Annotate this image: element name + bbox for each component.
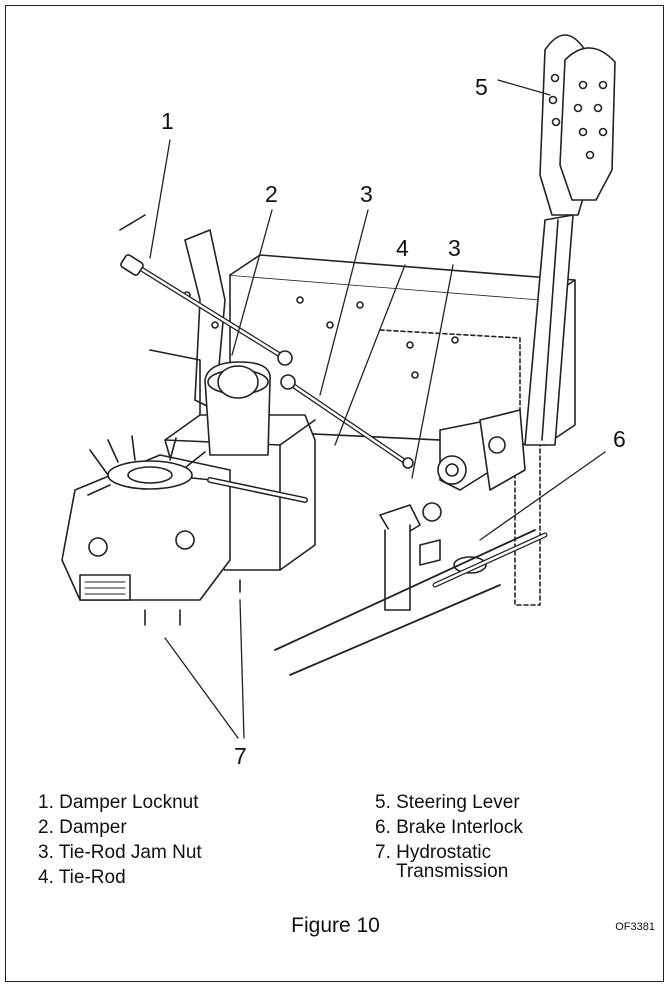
legend-left: 1. Damper Locknut 2. Damper 3. Tie-Rod J… [38,790,202,890]
figure-code: OF3381 [615,921,655,933]
callout-1: 1 [161,108,174,134]
legend-item: 5. Steering Lever [375,792,520,813]
callout-6: 6 [613,426,626,452]
leader-lines [149,79,606,739]
frame-plate [229,254,576,606]
legend-item: 1. Damper Locknut [38,792,199,813]
legend-item: 3. Tie-Rod Jam Nut [38,842,202,863]
legend-item: 7. Hydrostatic [375,842,492,863]
hydrostatic-transmission [61,361,316,626]
callout-2: 2 [265,181,278,207]
damper [120,254,293,366]
tie-rod [280,374,442,522]
legend-right: 5. Steering Lever 6. Brake Interlock 7. … [375,790,523,884]
steering-lever [437,34,616,491]
legend-item: 2. Damper [38,817,127,838]
callout-3-right: 3 [448,235,461,261]
callout-7: 7 [234,743,247,769]
legend-item-continuation: Transmission [396,861,509,882]
legend-item: 4. Tie-Rod [38,867,126,888]
brake-interlock [274,504,548,676]
callout-5: 5 [475,74,488,100]
figure-title: Figure 10 [291,914,380,937]
callout-3-left: 3 [360,181,373,207]
figure-frame [5,5,664,982]
legend-item: 6. Brake Interlock [375,817,523,838]
callout-4: 4 [396,235,409,261]
